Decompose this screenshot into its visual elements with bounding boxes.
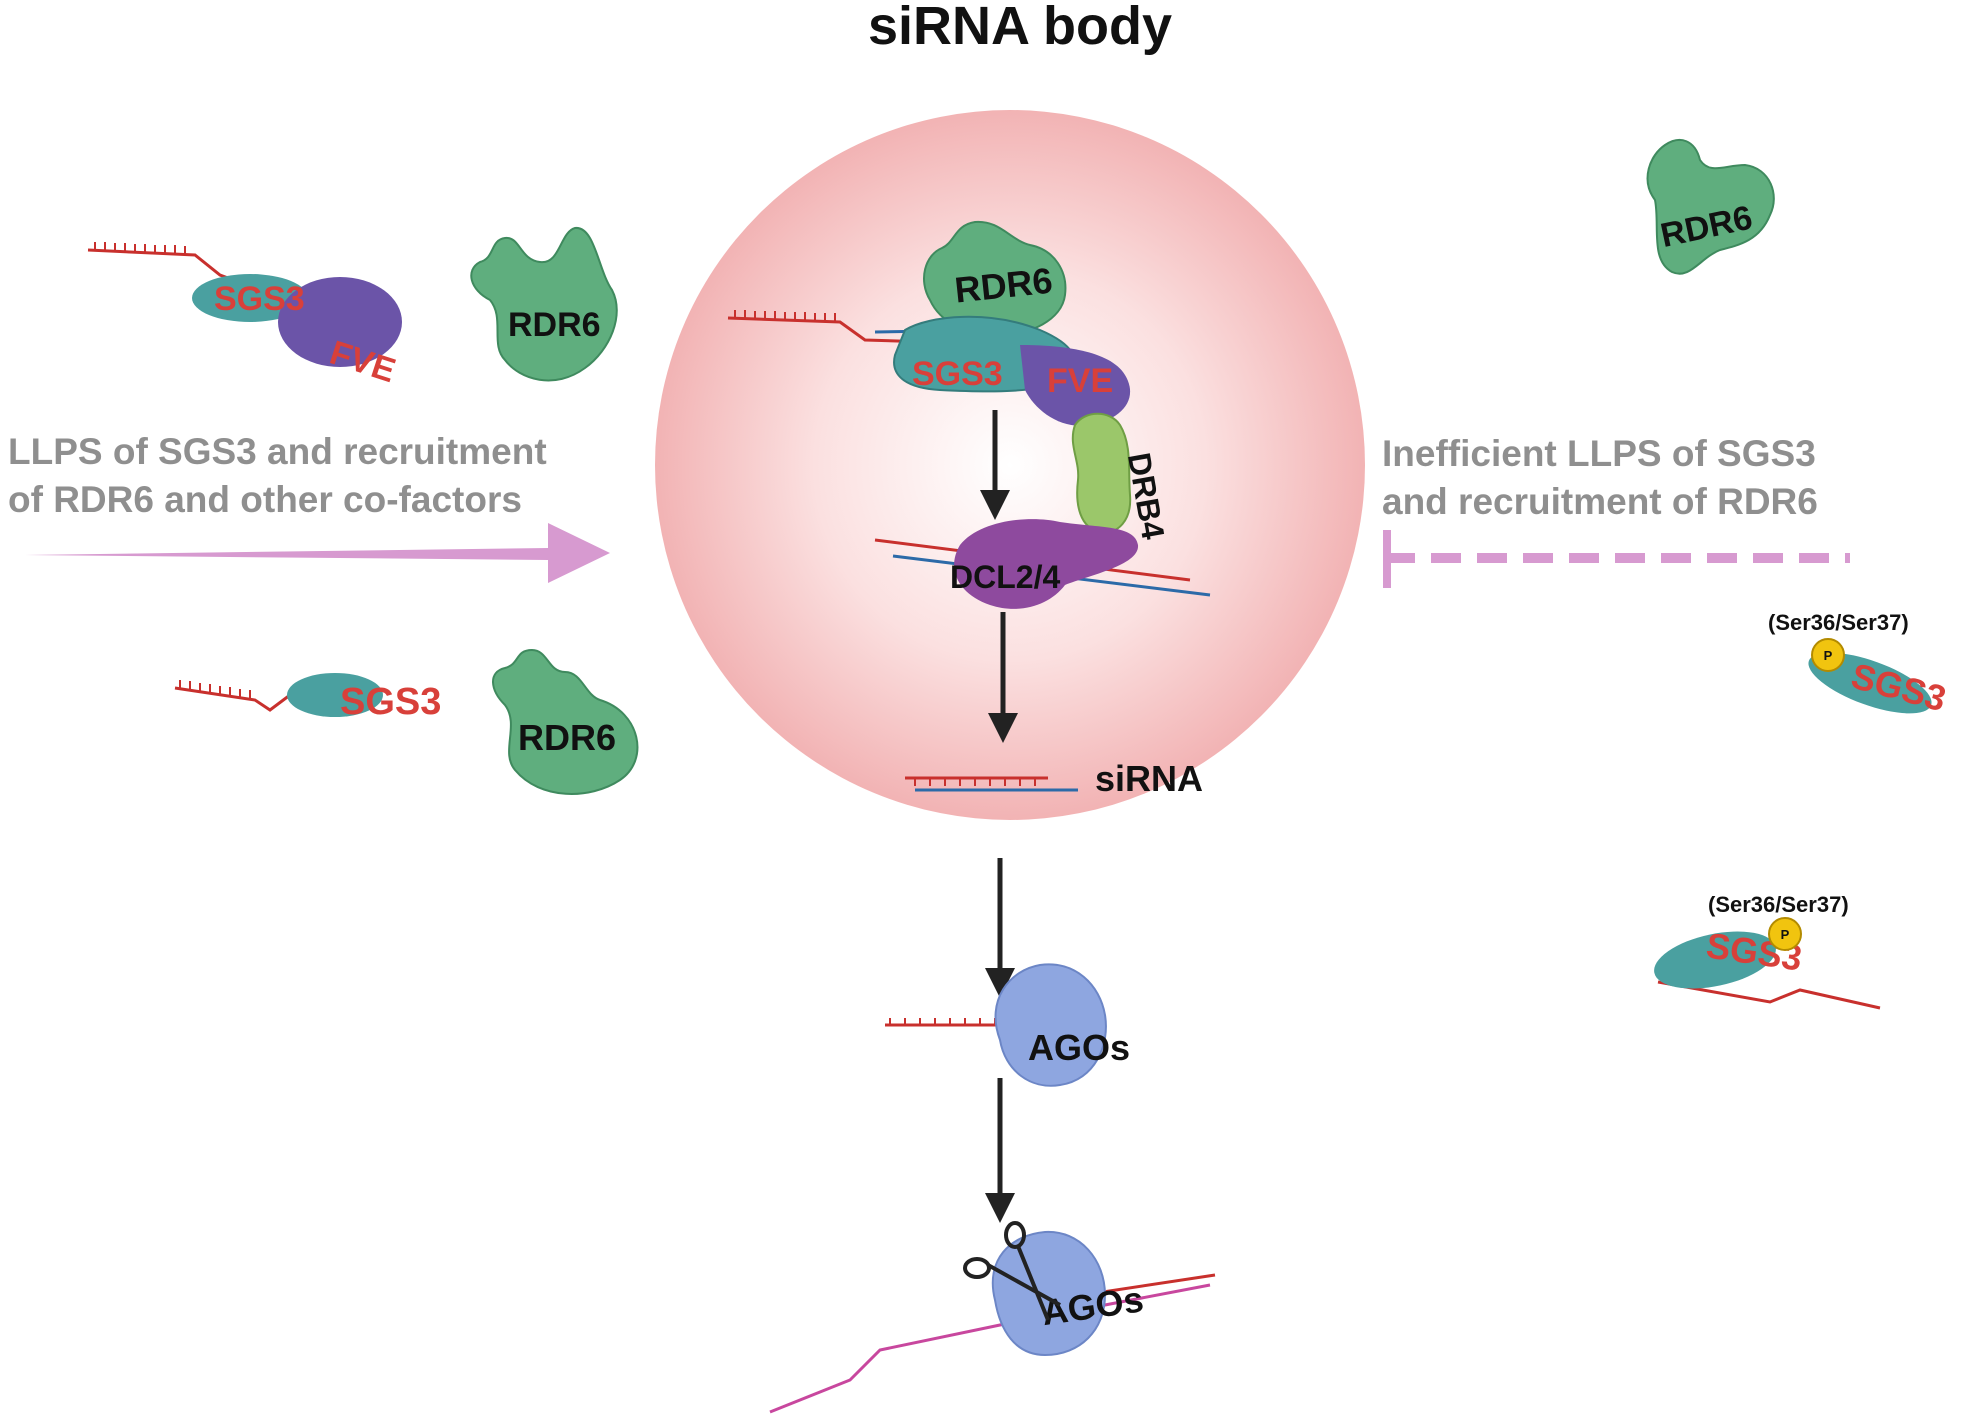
rdr6-protein-topright xyxy=(1646,139,1775,275)
phosphate-label-2: P xyxy=(1781,927,1790,942)
sgs3-protein-bottomleft xyxy=(287,673,383,717)
rdr6-label-bottomleft: RDR6 xyxy=(518,717,616,758)
phosphate-group-1 xyxy=(1811,638,1845,672)
left-caption-line1: LLPS of SGS3 and recruitment xyxy=(8,431,547,472)
rdr6-protein-bottomleft xyxy=(492,648,639,795)
dcl-protein-center xyxy=(954,519,1139,609)
recruitment-arrow xyxy=(25,523,610,583)
agos-label-1: AGOs xyxy=(1028,1027,1130,1068)
ago-protein-1 xyxy=(994,963,1107,1087)
sgs3-label-center: SGS3 xyxy=(912,355,1003,393)
rdr6-protein-topleft xyxy=(470,226,618,382)
ago-guide-strand xyxy=(885,1018,1002,1027)
sgs3-protein-topleft xyxy=(192,274,308,322)
phospho-site-label-1: (Ser36/Ser37) xyxy=(1768,610,1909,635)
sgs3-phospho-protein-2 xyxy=(1654,931,1776,989)
rna-strand-right xyxy=(1657,980,1881,1010)
fve-protein-topleft xyxy=(278,277,402,367)
sgs3-label-topleft: SGS3 xyxy=(214,280,305,318)
phosphate-group-2 xyxy=(1768,917,1802,951)
drb4-protein-center xyxy=(1071,412,1132,534)
phosphate-label-1: P xyxy=(1824,648,1833,663)
rdr6-label-topleft: RDR6 xyxy=(508,306,601,344)
sirna-duplex xyxy=(905,776,1078,792)
sgs3-label-bottomleft: SGS3 xyxy=(340,681,441,723)
sirna-label: siRNA xyxy=(1095,758,1203,799)
rdr6-label-center: RDR6 xyxy=(953,260,1055,311)
inhibition-line xyxy=(1383,530,1850,588)
phospho-site-label-2: (Ser36/Ser37) xyxy=(1708,892,1849,917)
fve-protein-center xyxy=(1020,345,1131,426)
right-caption-line1: Inefficient LLPS of SGS3 xyxy=(1382,433,1816,474)
rna-strand-bottomleft xyxy=(174,680,291,712)
fve-label-center: FVE xyxy=(1047,362,1113,400)
ago-protein-2 xyxy=(991,1230,1107,1357)
right-caption-line2: and recruitment of RDR6 xyxy=(1382,481,1818,522)
target-mrna xyxy=(769,1273,1216,1414)
sgs3-phospho-protein-1 xyxy=(1808,652,1932,714)
page-title: siRNA body xyxy=(868,0,1172,56)
sirna-body-droplet xyxy=(655,110,1365,820)
left-caption-line2: of RDR6 and other co-factors xyxy=(8,479,522,520)
dcl-label-center: DCL2/4 xyxy=(950,559,1060,595)
scissors-icon xyxy=(963,1221,1061,1321)
